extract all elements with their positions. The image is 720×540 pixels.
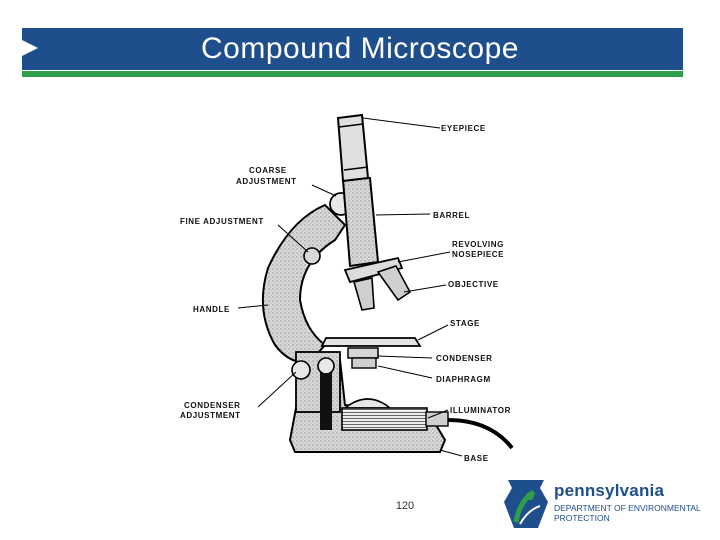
page-number: 120 bbox=[395, 500, 415, 512]
arm-shape bbox=[261, 203, 347, 364]
nosepiece-shape bbox=[343, 256, 404, 284]
title-arrow-icon bbox=[22, 40, 38, 56]
label-condenser-adjustment-2: ADJUSTMENT bbox=[180, 411, 241, 420]
label-diaphragm: DIAPHRAGM bbox=[436, 375, 491, 384]
label-revolving-nosepiece-1: REVOLVING bbox=[452, 240, 504, 249]
label-condenser: CONDENSER bbox=[436, 354, 493, 363]
label-barrel: BARREL bbox=[433, 211, 470, 220]
label-eyepiece: EYEPIECE bbox=[441, 124, 486, 133]
microscope-diagram: EYEPIECE COARSE ADJUSTMENT FINE ADJUSTME… bbox=[180, 113, 514, 463]
pillar-stripe bbox=[320, 370, 332, 430]
diaphragm-shape bbox=[351, 357, 377, 369]
logo-name: pennsylvania bbox=[554, 481, 665, 500]
label-illuminator: ILLUMINATOR bbox=[450, 406, 511, 415]
label-handle: HANDLE bbox=[193, 305, 230, 314]
illuminator-shape bbox=[342, 398, 393, 409]
condenser-shape bbox=[347, 347, 379, 359]
stage-shape bbox=[320, 337, 422, 347]
objective-1 bbox=[352, 277, 375, 311]
label-fine-adjustment: FINE ADJUSTMENT bbox=[180, 217, 264, 226]
logo-department-line-2: PROTECTION bbox=[554, 513, 610, 523]
label-stage: STAGE bbox=[450, 319, 480, 328]
objective-2 bbox=[376, 265, 412, 302]
keystone-icon bbox=[504, 480, 548, 528]
barrel-shape bbox=[341, 176, 380, 268]
label-coarse-adjustment-1: COARSE bbox=[249, 166, 287, 175]
title-underline bbox=[22, 71, 683, 77]
label-condenser-adjustment-1: CONDENSER bbox=[184, 401, 241, 410]
label-coarse-adjustment-2: ADJUSTMENT bbox=[236, 177, 297, 186]
illuminator-housing bbox=[341, 407, 428, 431]
pa-dep-logo: pennsylvania DEPARTMENT OF ENVIRONMENTAL… bbox=[502, 478, 717, 530]
label-objective: OBJECTIVE bbox=[448, 280, 499, 289]
title-bar bbox=[22, 28, 683, 70]
condenser-knob-1 bbox=[291, 360, 311, 380]
label-base: BASE bbox=[464, 454, 489, 463]
power-cord bbox=[447, 418, 514, 450]
eyepiece-shape bbox=[336, 113, 370, 183]
logo-department: DEPARTMENT OF ENVIRONMENTAL PROTECTION bbox=[554, 503, 719, 523]
label-revolving-nosepiece-2: NOSEPIECE bbox=[452, 250, 504, 259]
condenser-knob-2 bbox=[317, 357, 335, 375]
slide-title: Compound Microscope bbox=[201, 32, 519, 65]
logo-department-line-1: DEPARTMENT OF ENVIRONMENTAL bbox=[554, 503, 701, 513]
